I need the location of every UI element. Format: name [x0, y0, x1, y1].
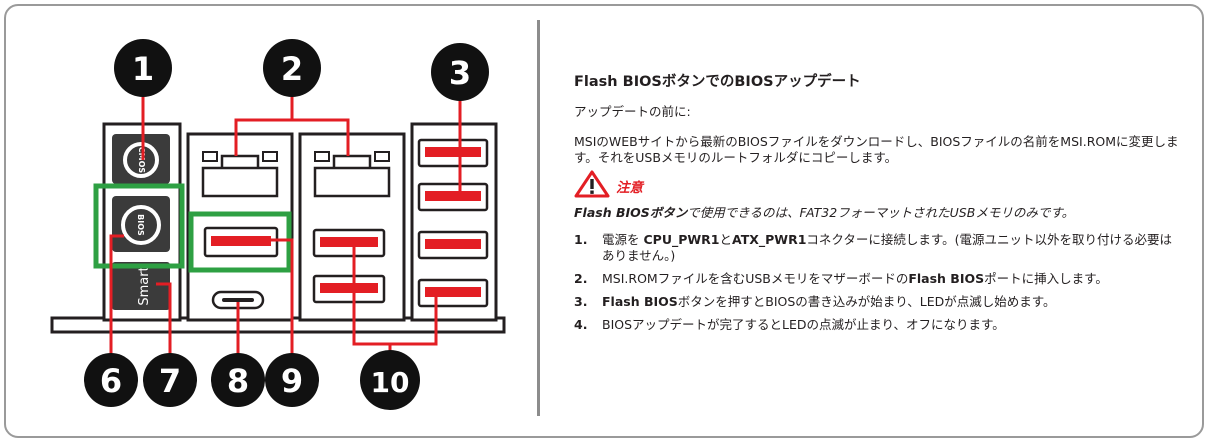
callout-circle — [211, 353, 265, 407]
callout-circle — [263, 39, 321, 97]
note-bold: Flash BIOSボタン — [574, 205, 688, 220]
callout-number: 7 — [159, 362, 181, 400]
callout-number: 2 — [281, 50, 303, 88]
step-text: ボタンを押すとBIOSの書き込みが始まり、LEDが点滅し始めます。 — [677, 294, 1056, 309]
callout-circle — [84, 353, 138, 407]
lan-led-2a — [314, 151, 330, 162]
callout-circle — [360, 350, 420, 410]
smart-button — [112, 262, 170, 310]
leader-7 — [156, 282, 172, 360]
lan-led-1a — [202, 151, 218, 162]
step-bold: ATX_PWR1 — [732, 232, 807, 247]
callout-number: 10 — [371, 366, 410, 399]
callout-7: 7 — [143, 353, 197, 407]
column-divider — [537, 20, 540, 416]
usb-c-tongue — [222, 298, 254, 302]
note-text: で使用できるのは、FAT32フォーマットされたUSBメモリのみです。 — [687, 205, 1075, 220]
caution-label: 注意 — [616, 180, 643, 196]
callout-3: 3 — [431, 43, 489, 101]
step-text: ポートに挿入します。 — [984, 271, 1108, 286]
callout-6: 6 — [84, 353, 138, 407]
step-number: 4. — [574, 317, 588, 332]
callout-number: 6 — [100, 362, 122, 400]
step-text: MSI.ROMファイルを含むUSBメモリをマザーボードの — [602, 271, 909, 286]
callout-9: 9 — [265, 353, 319, 407]
io-panel-diagram: CMOS BIOS Smart — [50, 39, 506, 410]
leader-lines — [109, 80, 462, 360]
callout-8: 8 — [211, 353, 265, 407]
step-bold: Flash BIOS — [602, 294, 678, 309]
usb-tongue-3c — [425, 239, 481, 249]
step-text: と — [719, 232, 733, 247]
callout-number: 9 — [281, 362, 303, 400]
step-bold: Flash BIOS — [908, 271, 985, 286]
flash-bios-usb-tongue — [211, 236, 271, 246]
step-3: 3. Flash BIOSボタンを押すとBIOSの書き込みが始まり、LEDが点滅… — [574, 294, 1184, 310]
caution-note: Flash BIOSボタンで使用できるのは、FAT32フォーマットされたUSBメ… — [574, 205, 1074, 221]
usb-tongue-lan2-bottom — [320, 283, 378, 293]
step-number: 2. — [574, 271, 588, 286]
usb-tongue-3b — [425, 191, 481, 201]
lan-led-1b — [262, 151, 278, 162]
callout-number: 1 — [132, 50, 154, 88]
step-bold: CPU_PWR1 — [643, 232, 720, 247]
callout-number: 8 — [227, 362, 249, 400]
usb-tongue-lan2-top — [320, 237, 378, 247]
lan-led-2b — [374, 151, 390, 162]
step-2: 2. MSI.ROMファイルを含むUSBメモリをマザーボードのFlash BIO… — [574, 271, 1184, 287]
intro-paragraph: MSIのWEBサイトから最新のBIOSファイルをダウンロードし、BIOSファイル… — [574, 134, 1179, 165]
cmos-label: CMOS — [137, 147, 146, 174]
step-number: 1. — [574, 232, 588, 247]
callout-circle — [431, 43, 489, 101]
leader-9 — [270, 238, 294, 360]
callout-circle — [143, 353, 197, 407]
content-frame — [4, 4, 1204, 438]
clear-cmos-arrow-icon — [123, 142, 159, 178]
lan-port-2 — [313, 154, 391, 198]
callout-number: 3 — [449, 54, 471, 92]
warning-triangle-icon — [574, 170, 610, 198]
lan-port-1 — [201, 154, 279, 198]
callout-circle — [265, 353, 319, 407]
step-1: 1. 電源を CPU_PWR1とATX_PWR1コネクターに接続します。(電源ユ… — [574, 232, 1184, 264]
callout-1: 1 — [114, 39, 172, 97]
callout-2: 2 — [263, 39, 321, 97]
steps-list: 1. 電源を CPU_PWR1とATX_PWR1コネクターに接続します。(電源ユ… — [574, 232, 1184, 340]
smart-label: Smart — [137, 266, 152, 305]
callout-10: 10 — [360, 350, 420, 410]
flash-bios-port-highlight — [188, 211, 292, 273]
usb-tongue-3a — [425, 147, 481, 157]
usb-tongue-3d — [425, 287, 481, 297]
step-text: 電源を — [602, 232, 644, 247]
clear-cmos-button — [112, 134, 170, 184]
step-number: 3. — [574, 294, 588, 309]
flash-bios-button-highlight — [93, 183, 185, 269]
step-4: 4. BIOSアップデートが完了するとLEDの点滅が止まり、オフになります。 — [574, 317, 1184, 333]
section-title: Flash BIOSボタンでのBIOSアップデート — [574, 74, 861, 90]
step-text: BIOSアップデートが完了するとLEDの点滅が止まり、オフになります。 — [602, 317, 1005, 332]
section-subtitle: アップデートの前に: — [574, 104, 691, 119]
step-text: コネクターに接続します。(電源ユニット以外を取り付ける必要はありません。) — [602, 232, 1173, 263]
callout-circle — [114, 39, 172, 97]
leader-6 — [109, 234, 124, 360]
bios-label: BIOS — [136, 214, 145, 236]
flash-bios-arrow-icon — [121, 205, 161, 245]
